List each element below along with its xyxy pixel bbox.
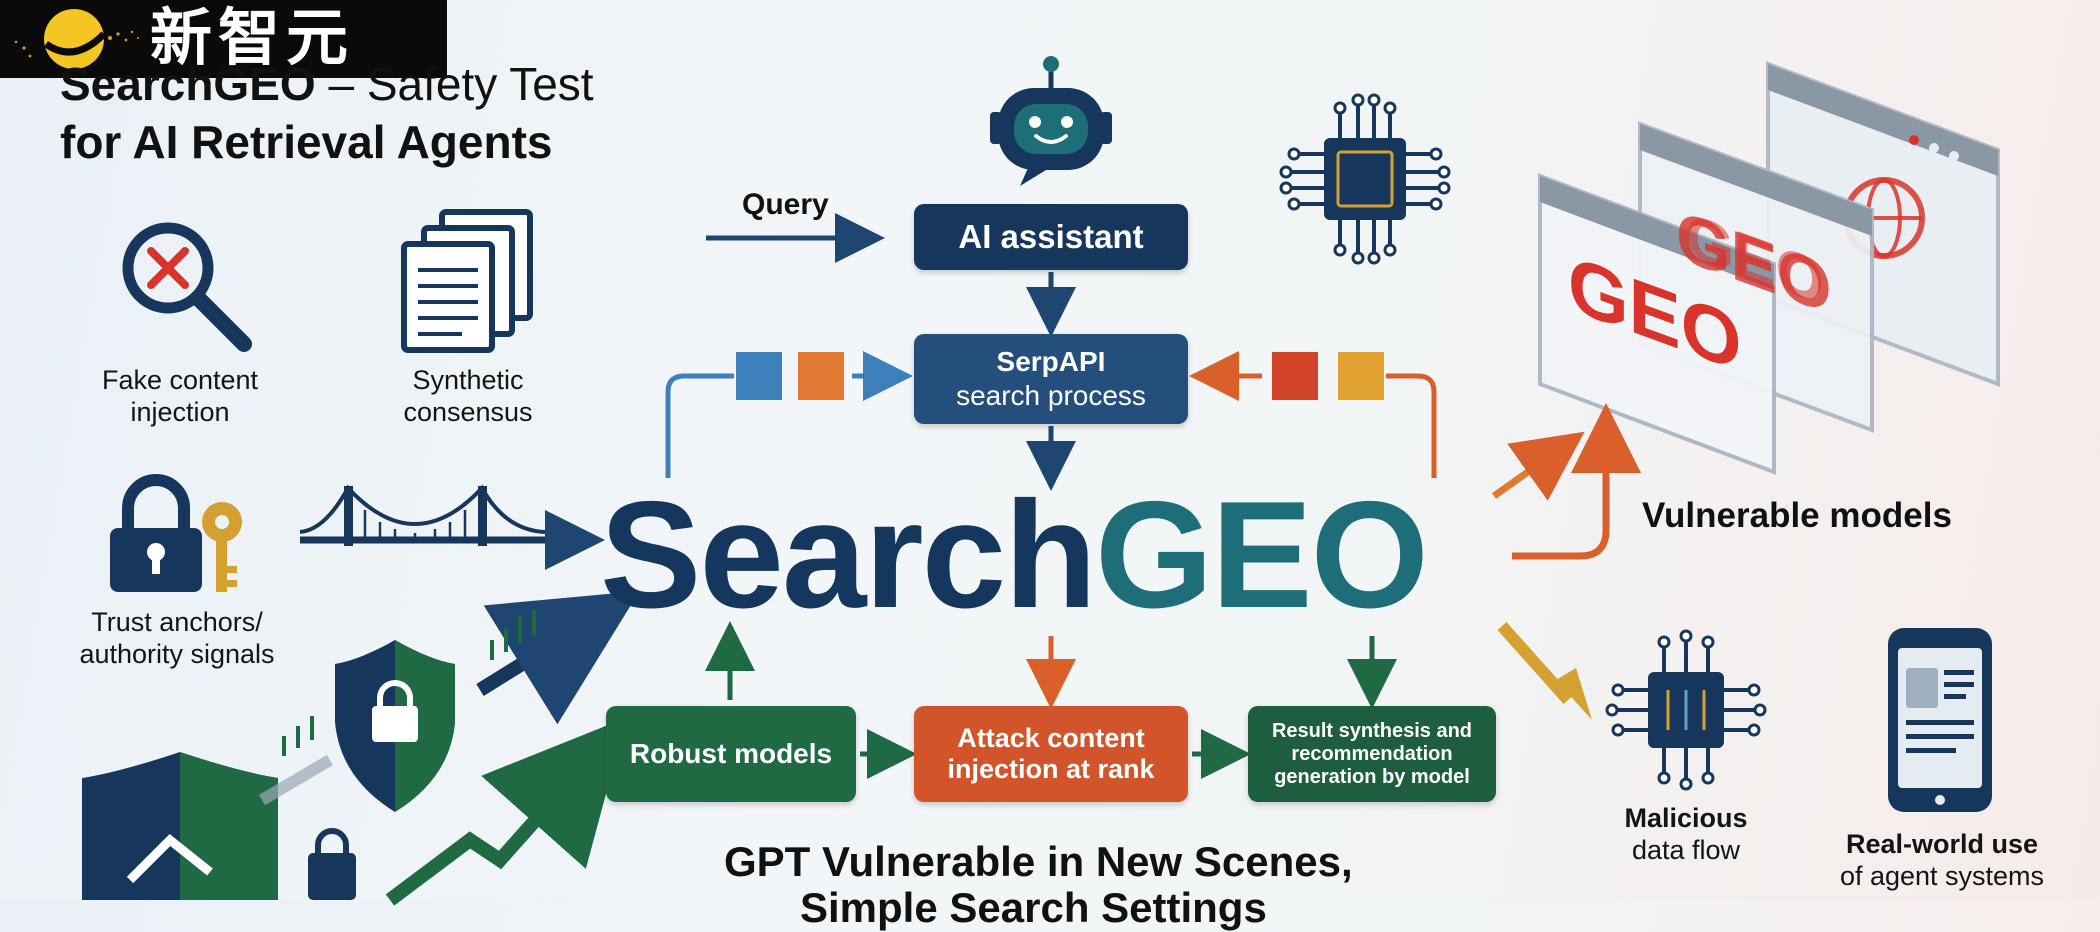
vulnerable-models-label: Vulnerable models [1642,496,1952,535]
growth-arrow-1 [476,591,640,725]
chip-icon [1279,93,1451,265]
robot-icon [990,56,1112,186]
watermark-logo-icon [14,9,139,69]
bottom-caption-line-1: GPT Vulnerable in New Scenes, [724,838,1353,885]
bottom-caption-line-2: Simple Search Settings [800,884,1267,931]
chip-icon-small [1605,629,1767,791]
big-title-search: Search [600,470,1097,640]
robust-models-box: Robust models [606,706,856,802]
title-bold: SearchGEO [60,58,316,110]
documents-icon [401,209,533,353]
orange-block [798,352,844,400]
growth-arrow-3 [385,717,627,906]
browser-window-front [1538,173,1776,475]
magnifier-x-icon [122,222,252,352]
arrow-to-malicious [1497,622,1573,704]
title-light: – Safety Test [315,58,594,110]
trust-anchors-label: Trust anchors/authority signals [79,607,275,669]
smartphone-icon [1888,628,1992,812]
lock-key-icon [110,474,242,592]
diagram-artwork [82,56,2000,906]
red-block [1272,352,1318,400]
title-line-1: SearchGEO – Safety Test [60,58,594,110]
small-lock-icon [308,828,356,900]
big-title-geo: GEO [1095,470,1429,640]
shield-lock-icon [335,640,455,812]
signal-bars-2 [282,716,314,756]
searchgeo-big-title: SearchGEO [600,470,1429,640]
large-shield-icon [82,752,278,900]
loop-right [1386,373,1437,478]
title-line-2: for AI Retrieval Agents [60,116,553,168]
arrow-to-vuln-1 [1491,431,1585,501]
loop-left [665,373,734,478]
watermark-banner: 新智元 [0,0,447,78]
arrow-to-vuln-2 [1512,403,1641,560]
growth-arrow-2 [258,754,334,806]
gold-block [1338,352,1384,400]
arrow-to-malicious-head [1556,668,1592,720]
bridge-icon [299,484,575,546]
blue-block [736,352,782,400]
signal-bars [490,610,536,660]
ai-assistant-box: AI assistant [914,204,1188,270]
watermark-text: 新智元 [150,1,355,74]
query-label: Query [742,188,829,221]
